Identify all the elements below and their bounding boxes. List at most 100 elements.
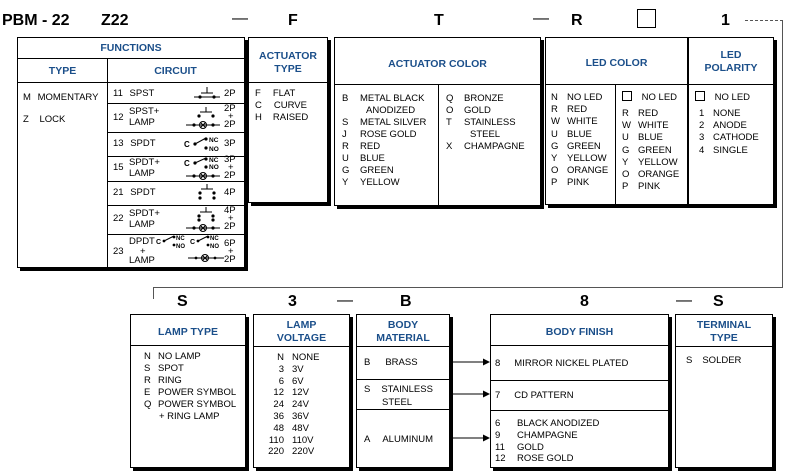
actuator-color-item: B METAL BLACK [342, 93, 424, 105]
code: S [342, 117, 349, 128]
separator: — [676, 292, 692, 309]
code: J [342, 129, 347, 140]
circuit-pole: 2P [224, 221, 236, 232]
type-item: M MOMENTARY [23, 92, 98, 104]
circuit-name: SPDT+ [129, 157, 160, 168]
code: 2 [699, 120, 705, 132]
actuator-type-title: ACTUATOR [259, 50, 317, 62]
code: B [364, 357, 371, 368]
code: 7 [495, 390, 501, 401]
circuit-num: 11 [113, 88, 123, 99]
terminal-type-title: TERMINAL [696, 319, 752, 331]
circuit-pole: 3P [224, 138, 236, 149]
circuit-row: 13 SPDT [113, 138, 156, 150]
terminal-type-title-line2: TYPE [710, 332, 738, 344]
led-color-none-item: NO LED [622, 91, 677, 104]
led-color-item: W WHITE [551, 116, 598, 128]
code: P [622, 181, 629, 193]
body-material-title: BODY [387, 319, 419, 331]
code: U [342, 153, 349, 164]
svg-text:NO: NO [209, 164, 219, 171]
svg-text:NC: NC [176, 236, 185, 242]
label: BLUE [638, 132, 663, 144]
label: 6V [292, 375, 304, 387]
label: RED [638, 108, 659, 119]
circuit-pole: + [228, 162, 234, 173]
led-polarity-title-line2: POLARITY [704, 62, 758, 74]
circuit-pole: 4P [224, 187, 236, 198]
actuator-color-item: R RED [342, 141, 380, 153]
spdt-lamp-symbol-2 [186, 207, 220, 232]
separator: — [232, 10, 248, 27]
label: YELLOW [567, 153, 607, 164]
label: RED [567, 104, 588, 116]
code: T [446, 117, 452, 128]
connector-line [745, 20, 783, 22]
circuit-name: DPDT [129, 236, 155, 247]
label: NO LED [714, 92, 751, 103]
led-polarity-none-item: NO LED [695, 91, 750, 104]
terminal-type-code: S [713, 293, 724, 310]
code: 12 [495, 453, 506, 465]
code: B [342, 93, 349, 104]
label: GOLD [464, 105, 491, 116]
type-code: Z [23, 114, 29, 125]
svg-text:NO: NO [209, 146, 219, 153]
circuit-pole: + [228, 213, 234, 224]
label: STAINLESS [464, 117, 516, 128]
connector-line [782, 20, 783, 288]
lamp-type-extra: + RING LAMP [159, 411, 220, 422]
svg-text:C: C [184, 159, 190, 168]
label: CHAMPAGNE [517, 429, 578, 441]
code: R [342, 141, 349, 152]
label: CD PATTERN [514, 390, 574, 401]
label: METAL BLACK [360, 93, 425, 104]
code: 3 [699, 132, 705, 144]
code: C [255, 100, 262, 111]
label: BLUE [360, 153, 385, 164]
circuit-pole: 2P [224, 170, 236, 181]
label: NO LAMP [158, 351, 201, 362]
separator: — [533, 10, 549, 27]
label: ALUMINUM [382, 434, 434, 445]
code: 9 [495, 429, 501, 441]
checkbox-icon [695, 91, 705, 101]
label: WHITE [567, 116, 598, 128]
label: RED [360, 141, 381, 152]
lamp-type-title: LAMP TYPE [158, 326, 218, 338]
circuit-name: SPDT [130, 187, 156, 198]
circuit-num: 13 [113, 138, 124, 149]
circuit-pole: 6P [224, 238, 236, 249]
label: WHITE [638, 120, 669, 132]
code: G [622, 144, 630, 156]
code: W [551, 116, 560, 128]
led-polarity-title: LED [720, 49, 742, 61]
code: U [622, 132, 629, 144]
